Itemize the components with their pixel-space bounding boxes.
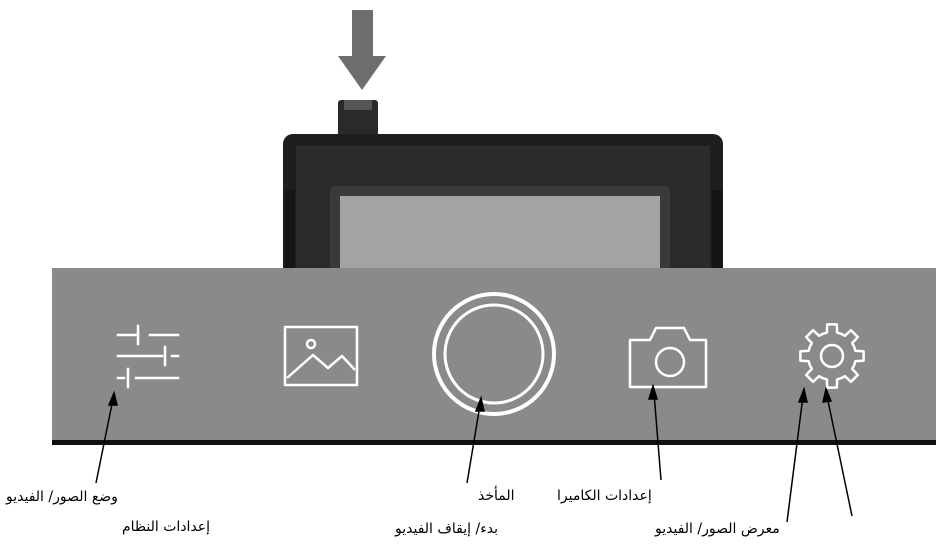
gear-icon[interactable] (799, 323, 865, 389)
pointer-camera (653, 392, 662, 481)
pointer-gallery (786, 395, 804, 523)
image-icon[interactable] (283, 325, 359, 387)
press-arrow (338, 10, 386, 90)
pointer-gear-head (822, 386, 833, 403)
label-camera-settings: إعدادات الكاميرا (557, 488, 652, 504)
pointer-lines (95, 383, 853, 523)
label-video-photo-mode: وضع الصور/ الفيديو (6, 489, 118, 505)
pointer-shutter (466, 404, 481, 484)
pointer-shutter-head (474, 395, 485, 412)
pointer-gallery-head (797, 386, 808, 403)
label-system-settings: إعدادات النظام (122, 519, 211, 535)
pointer-gear (826, 395, 853, 517)
sliders-icon[interactable] (116, 324, 180, 389)
label-capture: المأخذ (478, 488, 515, 504)
shutter-icon[interactable] (432, 292, 556, 416)
pointer-sliders (95, 398, 114, 484)
label-gallery: معرض الصور/ الفيديو (655, 521, 780, 537)
label-start-stop-video: بدء/ إيقاف الفيديو (395, 521, 499, 537)
pointer-camera-head (647, 383, 659, 400)
device (283, 100, 723, 296)
camera-icon[interactable] (628, 326, 708, 389)
pointer-sliders-head (107, 390, 118, 406)
